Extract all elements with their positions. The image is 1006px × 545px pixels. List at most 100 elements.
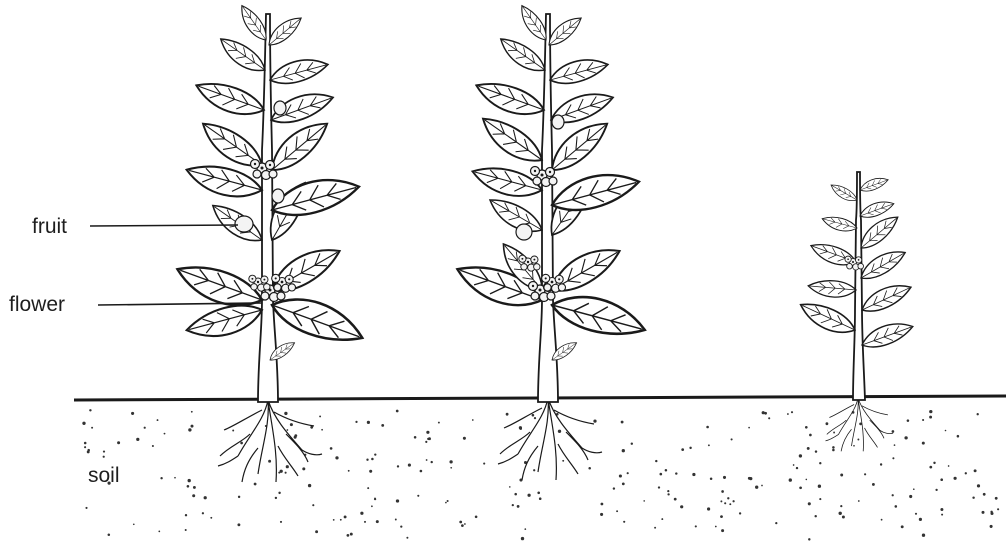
soil-dot [997, 508, 999, 510]
soil-dot [631, 443, 633, 445]
soil-dot [286, 465, 289, 468]
soil-dot [826, 422, 829, 425]
soil-dot [613, 487, 615, 489]
soil-dot [933, 462, 935, 464]
soil-dot [922, 442, 925, 445]
soil-dot [185, 514, 187, 516]
soil-dot [431, 461, 433, 463]
soil-dot [202, 512, 204, 514]
soil-dot [321, 429, 323, 431]
soil-dot [238, 496, 240, 498]
soil-dot [232, 430, 234, 432]
soil-dot [537, 491, 540, 494]
soil-dot [724, 502, 726, 504]
soil-dot [420, 470, 423, 473]
soil-dot [302, 467, 305, 470]
soil-dot [355, 421, 357, 423]
soil-dot [809, 434, 812, 437]
soil-dot [748, 427, 750, 429]
soil-dot [524, 528, 526, 530]
soil-dot [796, 467, 798, 469]
soil-dot [749, 477, 752, 480]
soil-dot [371, 458, 374, 461]
soil-dot [600, 513, 603, 516]
soil-dot [919, 518, 922, 521]
soil-dot [872, 483, 875, 486]
soil-dot [89, 409, 91, 411]
soil-dot [819, 462, 821, 464]
soil-dot [715, 526, 717, 528]
soil-dot [948, 465, 950, 467]
soil-dot [275, 497, 277, 499]
soil-dot [881, 519, 883, 521]
soil-dot [335, 456, 338, 459]
soil-dot [832, 446, 835, 449]
soil-dot [658, 486, 660, 488]
soil-dot [593, 419, 596, 422]
soil-dot [133, 523, 135, 525]
soil-dot [729, 503, 731, 505]
soil-dot [768, 417, 770, 419]
soil-dot [660, 473, 663, 476]
soil-dot [414, 436, 417, 439]
soil-dot [935, 489, 937, 491]
soil-dot [909, 495, 912, 498]
soil-dot [330, 447, 333, 450]
soil-dot [892, 457, 894, 459]
plant-right [796, 172, 916, 451]
soil-dot [278, 492, 280, 494]
soil-dot [732, 500, 734, 502]
soil-dot [527, 494, 530, 497]
soil-dot [82, 422, 85, 425]
soil-dot [761, 485, 763, 487]
soil-dot [929, 416, 932, 419]
soil-dot [84, 446, 86, 448]
soil-dot [131, 412, 134, 415]
soil-dot [892, 494, 894, 496]
soil-dot [708, 444, 710, 446]
soil-dot [907, 419, 910, 422]
soil-dot [707, 507, 710, 510]
soil-dot [839, 512, 842, 515]
soil-dot [940, 508, 943, 511]
soil-dot [977, 484, 980, 487]
soil-dot [655, 460, 657, 462]
soil-dot [447, 500, 449, 502]
soil-dot [319, 415, 321, 417]
soil-dot [188, 428, 191, 431]
soil-dot [681, 448, 684, 451]
soil-dot [720, 515, 723, 518]
soil-dot [367, 487, 369, 489]
soil-dot [348, 470, 350, 472]
soil-dot [840, 505, 842, 507]
soil-dot [268, 460, 271, 463]
soil-dot [374, 453, 376, 455]
soil-dot [308, 484, 311, 487]
soil-dot [922, 419, 924, 421]
soil-dot [87, 449, 90, 452]
soil-dot [695, 525, 697, 527]
soil-dot [406, 537, 408, 539]
soil-dot [983, 493, 986, 496]
soil-dot [360, 512, 363, 515]
soil-dot [977, 413, 979, 415]
soil-dot [374, 497, 376, 499]
soil-dot [922, 534, 925, 537]
soil-dot [381, 424, 384, 427]
soil-dot [191, 425, 194, 428]
soil-dot [376, 520, 379, 523]
soil-dot [369, 470, 372, 473]
soil-dot [254, 483, 257, 486]
soil-dot [818, 485, 821, 488]
soil-dot [426, 459, 428, 461]
soil-dot [665, 469, 668, 472]
soil-dot [832, 449, 835, 452]
soil-dot [904, 436, 907, 439]
soil-dot [857, 439, 859, 441]
soil-dot [643, 500, 645, 502]
soil-dot [157, 419, 159, 421]
soil-dot [364, 521, 366, 523]
soil-dot [459, 521, 462, 524]
soil-dot [972, 496, 974, 498]
soil-dot [117, 441, 120, 444]
